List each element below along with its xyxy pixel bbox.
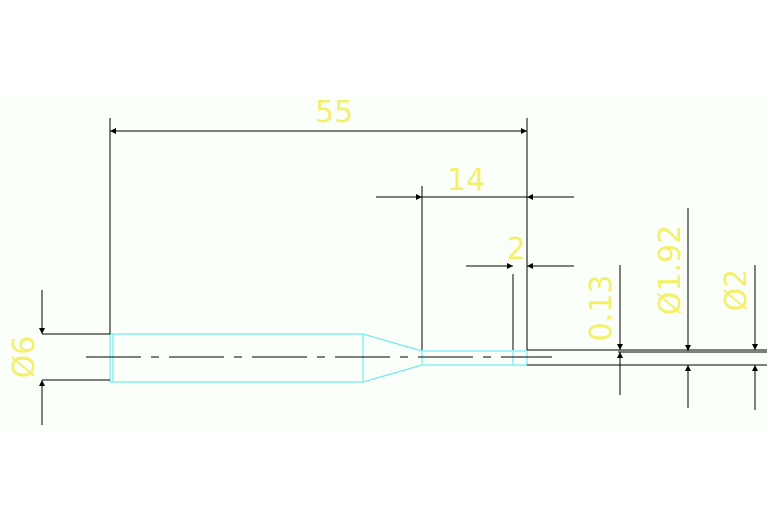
dim-d192-label: Ø1.92 — [653, 225, 688, 315]
dim-d2-label: Ø2 — [719, 269, 754, 312]
drawing-area — [0, 95, 767, 430]
extension-lines — [42, 118, 767, 381]
part-outline — [109, 333, 528, 383]
dim-013-label: 0.13 — [584, 275, 619, 342]
dim-55-label: 55 — [315, 95, 353, 130]
shank-outline — [109, 333, 364, 383]
dimension-lines — [39, 128, 758, 425]
dim-14-label: 14 — [447, 163, 485, 198]
tip-end-outline — [512, 350, 528, 366]
dim-2-label: 2 — [506, 232, 525, 267]
taper-outline — [362, 333, 423, 383]
dim-d6-label: Ø6 — [7, 336, 42, 379]
tip-outline — [422, 350, 514, 366]
